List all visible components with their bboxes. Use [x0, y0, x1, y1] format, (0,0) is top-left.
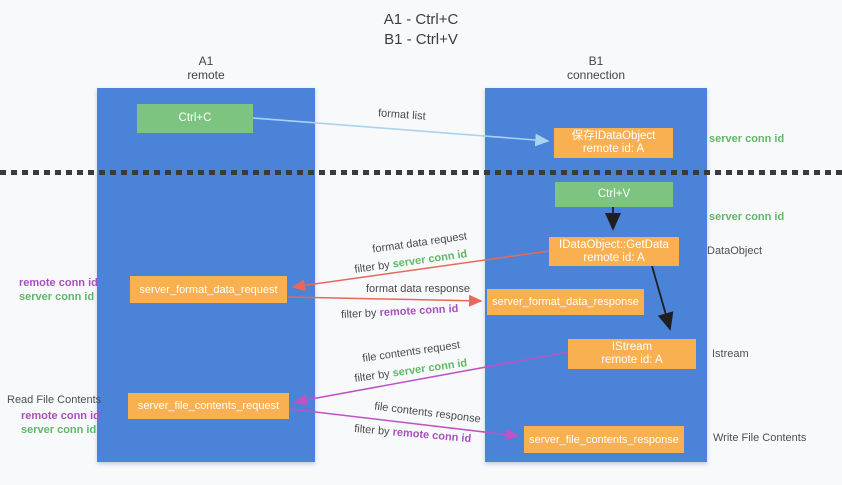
node-server-format-data-response-label: server_format_data_response: [492, 296, 639, 308]
node-server-file-contents-response: server_file_contents_response: [524, 426, 684, 453]
dotted-separator-line: [0, 170, 842, 175]
node-ctrl-v-label: Ctrl+V: [597, 188, 631, 200]
node-idataobject-getdata-line1: IDataObject::GetData: [559, 238, 669, 251]
node-save-idataobject-line2: remote id: A: [582, 143, 645, 155]
title-line-2: B1 - Ctrl+V: [384, 31, 458, 48]
diagram-title: A1 - Ctrl+C B1 - Ctrl+V: [0, 10, 842, 50]
label-format-data-response: format data response: [366, 283, 470, 295]
left-server-conn-id-2: server conn id: [21, 423, 97, 436]
left-server-conn-id-1: server conn id: [19, 290, 95, 303]
node-istream-line2: remote id: A: [601, 354, 663, 366]
node-server-format-data-response: server_format_data_response: [487, 289, 644, 315]
left-conn-id-pair-2: remote conn id server conn id: [21, 410, 100, 437]
title-line-1: A1 - Ctrl+C: [383, 11, 459, 28]
arrow-format-data-response: [287, 294, 483, 307]
node-server-file-contents-response-label: server_file_contents_response: [529, 433, 679, 446]
node-istream-line1: IStream: [611, 341, 653, 353]
node-idataobject-getdata: IDataObject::GetData remote id: A: [549, 237, 679, 266]
right-server-conn-id-1: server conn id: [709, 133, 785, 145]
column-header-b1: B1 connection: [485, 54, 707, 82]
column-a1-subtitle: remote: [187, 68, 225, 82]
filter-by-text: filter by: [340, 307, 377, 322]
node-istream: IStream remote id: A: [568, 339, 696, 369]
arrow-file-contents-request: [293, 351, 569, 406]
column-b1-name: B1: [588, 54, 604, 68]
arrow-getdata-to-istream: [651, 265, 674, 331]
node-server-format-data-request-label: server_format_data_request: [139, 283, 278, 296]
label-write-file-contents: Write File Contents: [713, 432, 807, 444]
node-server-file-contents-request-label: server_file_contents_request: [137, 400, 280, 412]
node-server-format-data-request: server_format_data_request: [130, 276, 287, 303]
node-server-file-contents-request: server_file_contents_request: [128, 393, 289, 419]
label-istream: Istream: [712, 348, 749, 360]
label-dataobject: DataObject: [707, 245, 763, 257]
left-remote-conn-id-1: remote conn id: [19, 277, 98, 289]
label-read-file-contents: Read File Contents: [7, 394, 102, 406]
node-ctrl-v: Ctrl+V: [555, 182, 673, 207]
column-a1-name: A1: [198, 54, 214, 68]
column-b1-subtitle: connection: [566, 68, 626, 82]
node-ctrl-c-label: Ctrl+C: [178, 112, 212, 124]
node-idataobject-getdata-line2: remote id: A: [583, 251, 645, 264]
left-remote-conn-id-2: remote conn id: [21, 410, 100, 422]
arrow-format-list: [252, 117, 550, 147]
arrow-format-data-request: [291, 250, 550, 292]
arrow-file-contents-response: [289, 408, 520, 441]
left-conn-id-pair-1: remote conn id server conn id: [19, 277, 98, 304]
node-ctrl-c: Ctrl+C: [137, 104, 253, 133]
node-save-idataobject: 保存IDataObject remote id: A: [554, 128, 673, 158]
right-server-conn-id-2: server conn id: [709, 211, 785, 223]
column-header-a1: A1 remote: [97, 54, 315, 82]
node-save-idataobject-line1: 保存IDataObject: [571, 130, 656, 142]
